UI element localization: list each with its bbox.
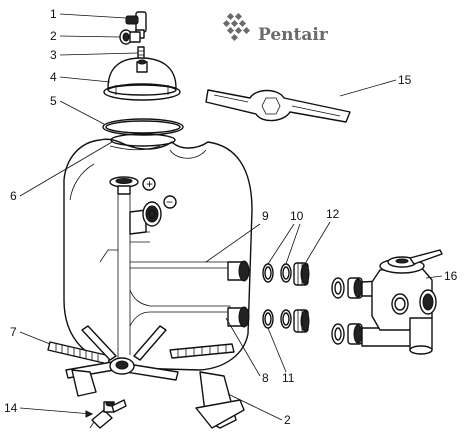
callout-7: 7 [10, 325, 51, 345]
part-multiport-valve [331, 249, 443, 355]
callout-15: 15 [339, 73, 412, 97]
part-tank-base [71, 369, 245, 429]
callout-3: 3 [50, 48, 139, 62]
tank-upper-port [227, 260, 250, 282]
part-filter-dome-lid [103, 57, 181, 101]
part-upper-union-nut [293, 262, 310, 286]
callout-2-top: 2 [50, 29, 121, 43]
callout-label-12: 12 [326, 207, 340, 221]
callout-12: 12 [305, 207, 340, 263]
callout-16: 16 [425, 269, 458, 283]
callout-label-16: 16 [444, 269, 458, 283]
callout-label-10: 10 [290, 209, 304, 223]
flow-minus-symbol: − [166, 195, 173, 209]
pentair-logo-mark-icon [222, 12, 251, 42]
flow-plus-symbol: + [146, 177, 153, 191]
callout-6: 6 [10, 141, 113, 203]
part-laterals [47, 325, 235, 381]
part-drain-valve [89, 399, 127, 429]
callout-label-2-bottom: 2 [284, 413, 291, 427]
callout-2-bottom: 2 [227, 393, 291, 427]
callout-14: 14 [4, 401, 94, 418]
inlet-port [129, 201, 162, 235]
part-lower-o-ring-pair [262, 309, 292, 329]
callout-4: 4 [50, 70, 111, 84]
callout-11: 11 [267, 327, 295, 385]
pentair-logo-text: Pentair [258, 25, 329, 45]
part-gauge-adapter [119, 29, 141, 45]
callout-label-15: 15 [398, 73, 412, 87]
callout-9: 9 [205, 209, 269, 263]
callout-label-6: 6 [10, 189, 17, 203]
callout-8: 8 [225, 317, 269, 385]
callout-5: 5 [50, 94, 105, 125]
callout-label-8: 8 [262, 371, 269, 385]
callout-label-9: 9 [262, 209, 269, 223]
callout-label-14: 14 [4, 401, 18, 415]
callout-10: 10 [267, 209, 304, 265]
callout-1: 1 [50, 7, 127, 21]
part-lid-wrench [205, 89, 351, 123]
callout-label-11: 11 [282, 371, 295, 385]
part-lid-o-ring [102, 118, 184, 136]
tank-lower-port [227, 306, 250, 328]
part-lower-union-nut [293, 309, 310, 333]
top-diffuser [109, 176, 139, 195]
callout-label-5: 5 [50, 94, 57, 108]
pentair-logo: Pentair [222, 12, 329, 45]
callout-label-4: 4 [50, 70, 57, 84]
callout-label-2-top: 2 [50, 29, 57, 43]
part-upper-o-ring-pair [262, 263, 292, 283]
part-air-relief-valve [137, 46, 145, 60]
callout-label-3: 3 [50, 48, 57, 62]
callout-label-1: 1 [50, 7, 57, 21]
callout-label-7: 7 [10, 325, 17, 339]
